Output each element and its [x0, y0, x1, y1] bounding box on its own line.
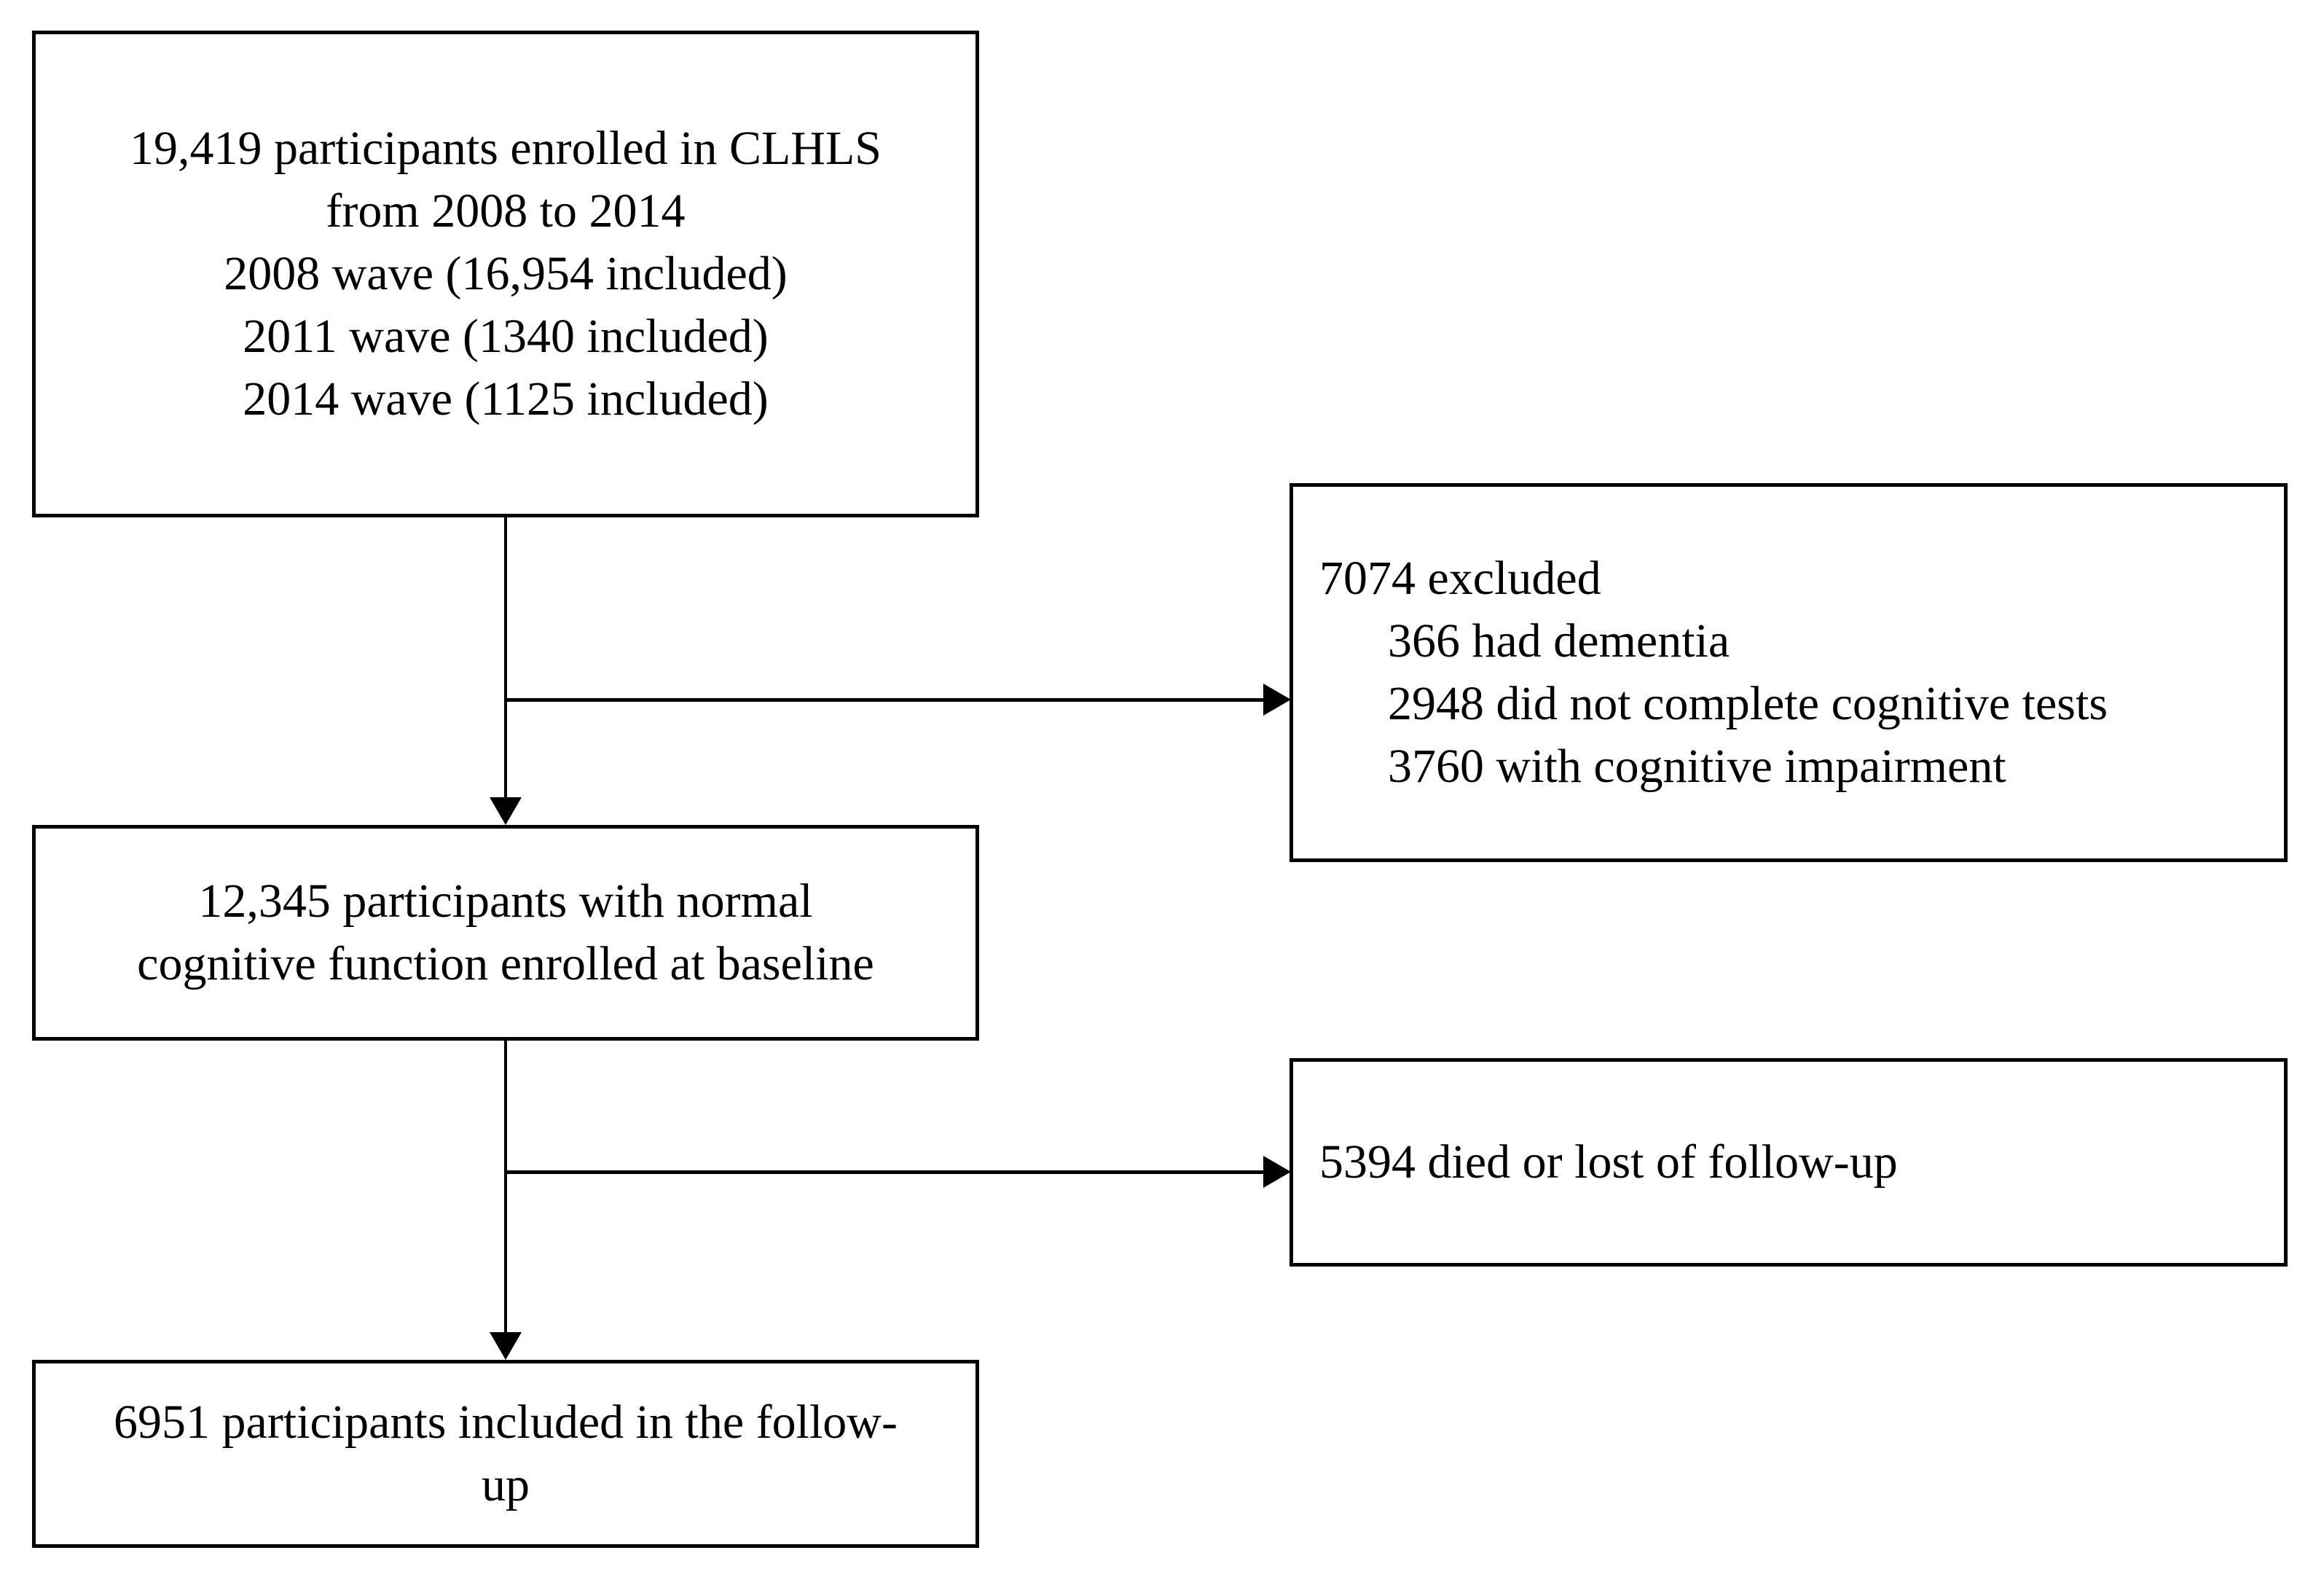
arrowhead-right-excluded-icon — [1263, 684, 1291, 716]
baseline-box: 12,345 participants with normal cognitiv… — [32, 825, 979, 1041]
excluded-box: 7074 excluded 366 had dementia 2948 did … — [1289, 483, 2288, 862]
arrowhead-down-baseline-icon — [490, 797, 522, 825]
enrollment-line-3: 2008 wave (16,954 included) — [224, 247, 788, 300]
excluded-total-line: 7074 excluded — [1319, 552, 1601, 605]
arrowhead-down-followup-icon — [490, 1332, 522, 1360]
died-lost-line: 5394 died or lost of follow-up — [1319, 1135, 1898, 1189]
baseline-line-1: 12,345 participants with normal — [198, 874, 813, 928]
connector-vertical-enrolled-to-baseline — [504, 517, 507, 802]
enrollment-box: 19,419 participants enrolled in CLHLS fr… — [32, 31, 979, 517]
enrollment-line-1: 19,419 participants enrolled in CLHLS — [130, 122, 882, 175]
followup-line-1: 6951 participants included in the follow… — [114, 1396, 898, 1449]
enrollment-line-5: 2014 wave (1125 included) — [243, 372, 769, 426]
followup-box: 6951 participants included in the follow… — [32, 1360, 979, 1548]
enrollment-line-2: from 2008 to 2014 — [326, 184, 686, 238]
connector-horizontal-to-excluded — [506, 698, 1265, 702]
excluded-incomplete-tests-line: 2948 did not complete cognitive tests — [1388, 677, 2108, 730]
followup-line-2: up — [482, 1458, 530, 1511]
enrollment-line-4: 2011 wave (1340 included) — [243, 310, 769, 363]
arrowhead-right-died-lost-icon — [1263, 1156, 1291, 1188]
baseline-line-2: cognitive function enrolled at baseline — [137, 937, 874, 990]
excluded-cognitive-impairment-line: 3760 with cognitive impairment — [1388, 740, 2006, 793]
died-lost-box: 5394 died or lost of follow-up — [1289, 1058, 2288, 1267]
excluded-dementia-line: 366 had dementia — [1388, 614, 1730, 668]
connector-vertical-baseline-to-followup — [504, 1039, 507, 1337]
connector-horizontal-to-died-lost — [506, 1170, 1265, 1174]
